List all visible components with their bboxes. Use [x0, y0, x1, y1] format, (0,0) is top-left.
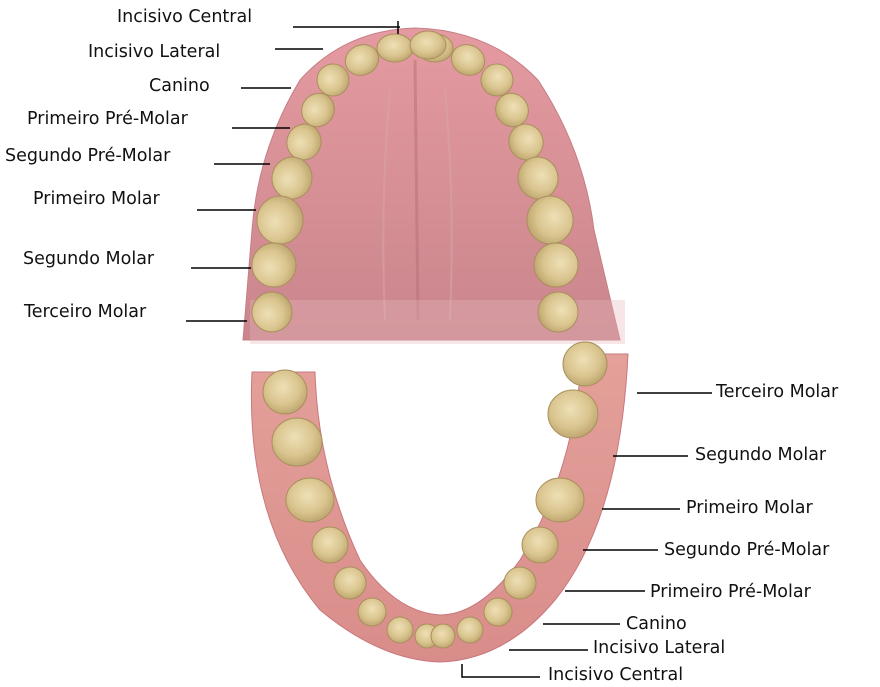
- lower-tooth-right-3: [522, 527, 558, 563]
- lower-tooth-left-0: [263, 370, 307, 414]
- label-lower-primeiro-molar: Primeiro Molar: [686, 498, 813, 518]
- label-upper-segundo-pre-molar: Segundo Pré-Molar: [5, 146, 170, 166]
- lower-tooth-left-2: [286, 478, 334, 522]
- upper-tooth-center: [410, 31, 446, 59]
- upper-tooth-left-0: [377, 34, 413, 62]
- upper-tooth-left-8: [252, 292, 292, 332]
- label-upper-primeiro-pre-molar: Primeiro Pré-Molar: [27, 109, 188, 129]
- label-lower-primeiro-pre-molar: Primeiro Pré-Molar: [650, 582, 811, 602]
- lower-tooth-left-3: [312, 527, 348, 563]
- lower-tooth-left-1: [272, 418, 322, 466]
- upper-tooth-left-7: [252, 243, 296, 287]
- label-lower-canino: Canino: [626, 614, 687, 634]
- label-upper-canino: Canino: [149, 76, 210, 96]
- label-lower-segundo-molar: Segundo Molar: [695, 445, 826, 465]
- leader-lower-incisivo-central: [462, 664, 540, 677]
- label-lower-segundo-pre-molar: Segundo Pré-Molar: [664, 540, 829, 560]
- lower-tooth-right-2: [536, 478, 584, 522]
- label-upper-primeiro-molar: Primeiro Molar: [33, 189, 160, 209]
- label-upper-terceiro-molar: Terceiro Molar: [24, 302, 146, 322]
- lower-tooth-right-7: [431, 624, 455, 648]
- label-lower-terceiro-molar: Terceiro Molar: [716, 382, 838, 402]
- label-upper-incisivo-central: Incisivo Central: [117, 7, 252, 27]
- label-upper-incisivo-lateral: Incisivo Lateral: [88, 42, 220, 62]
- label-lower-incisivo-lateral: Incisivo Lateral: [593, 638, 725, 658]
- upper-tooth-right-8: [538, 292, 578, 332]
- upper-tooth-right-7: [534, 243, 578, 287]
- label-upper-segundo-molar: Segundo Molar: [23, 249, 154, 269]
- label-lower-incisivo-central: Incisivo Central: [548, 665, 683, 685]
- lower-tooth-right-0: [563, 342, 607, 386]
- lower-tooth-right-1: [548, 390, 598, 438]
